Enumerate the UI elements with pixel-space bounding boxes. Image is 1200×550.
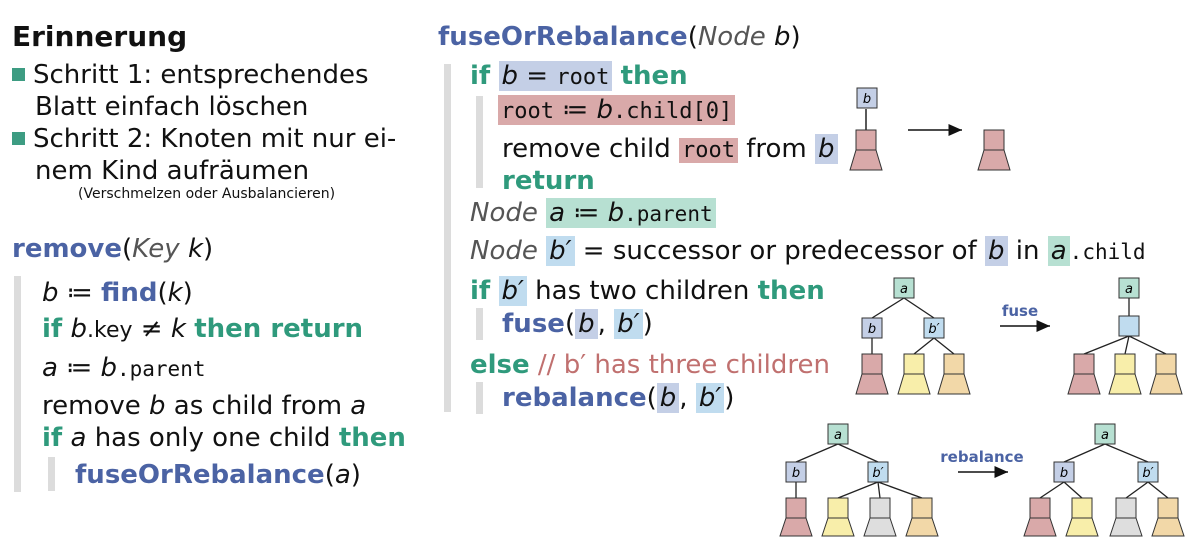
for-line-6: Node b′ = successor or predecessor of b … [470, 236, 1146, 266]
for-then-bar [476, 308, 483, 340]
svg-text:b′: b′ [872, 466, 883, 481]
for-line-5: Node a ≔ b.parent [470, 198, 716, 228]
remove-line-4: remove b as child from a [42, 391, 367, 421]
for-line-4: return [502, 166, 595, 196]
bullet-icon [12, 68, 25, 81]
rebalance-diagram: a b b′ rebalance a b b′ [779, 423, 1185, 537]
svg-text:a: a [1125, 282, 1133, 297]
reminder-step1: Schritt 1: entsprechendes [12, 60, 369, 90]
child-box [855, 129, 877, 151]
child-subtree [849, 149, 883, 171]
bullet-icon [12, 132, 25, 145]
remove-line-6: fuseOrRebalance(a) [75, 460, 361, 490]
svg-text:b: b [792, 466, 800, 481]
svg-text:b′: b′ [1142, 466, 1153, 481]
svg-text:b: b [1060, 466, 1068, 481]
remove-line-3: a ≔ b.parent [42, 353, 206, 383]
remove-inner-bar [48, 457, 55, 491]
reminder-step2-note: (Verschmelzen oder Ausbalancieren) [78, 186, 336, 202]
remove-line-5: if a has only one child then [42, 423, 406, 453]
fused-node [1118, 315, 1140, 337]
for-signature: fuseOrRebalance(Node b) [438, 22, 801, 52]
remove-signature: remove(Key k) [12, 234, 214, 264]
for-line-9: else // b′ has three children [470, 350, 830, 380]
node-b [861, 317, 883, 339]
for-line-10: rebalance(b, b′) [502, 383, 735, 413]
svg-text:b′: b′ [928, 322, 939, 337]
node-b [856, 87, 878, 109]
root-removal-diagram: b [849, 87, 1011, 171]
new-root-subtree [977, 149, 1011, 171]
svg-text:a: a [834, 428, 842, 443]
for-else-bar [476, 382, 483, 414]
node-bprime [923, 317, 945, 339]
reminder-step2-cont: nem Kind aufräumen [35, 156, 310, 186]
node-b-label: b [863, 92, 871, 107]
for-line-3: remove child root from b [502, 134, 838, 164]
for-body-bar [444, 64, 451, 412]
for-line-1: if b = root then [470, 61, 688, 91]
reminder-step2: Schritt 2: Knoten mit nur ei- [12, 124, 396, 154]
new-root-box [983, 129, 1005, 151]
remove-line-2: if b.key ≠ k then return [42, 314, 364, 344]
remove-line-1: b ≔ find(k) [42, 278, 193, 308]
fuse-diagram: a b b′ fuse a [855, 277, 1183, 395]
fuse-label: fuse [1002, 302, 1038, 320]
rebalance-label: rebalance [940, 448, 1023, 466]
svg-text:b: b [868, 322, 876, 337]
reminder-title: Erinnerung [12, 20, 188, 53]
for-line-7: if b′ has two children then [470, 276, 825, 306]
svg-text:a: a [900, 282, 908, 297]
for-line-2: root ≔ b.child[0] [498, 95, 736, 125]
reminder-step1-cont: Blatt einfach löschen [35, 92, 309, 122]
remove-body-bar [14, 276, 21, 492]
for-if-bar [476, 96, 483, 188]
node-a [893, 277, 915, 299]
svg-text:a: a [1101, 428, 1109, 443]
for-line-8: fuse(b, b′) [502, 309, 653, 339]
